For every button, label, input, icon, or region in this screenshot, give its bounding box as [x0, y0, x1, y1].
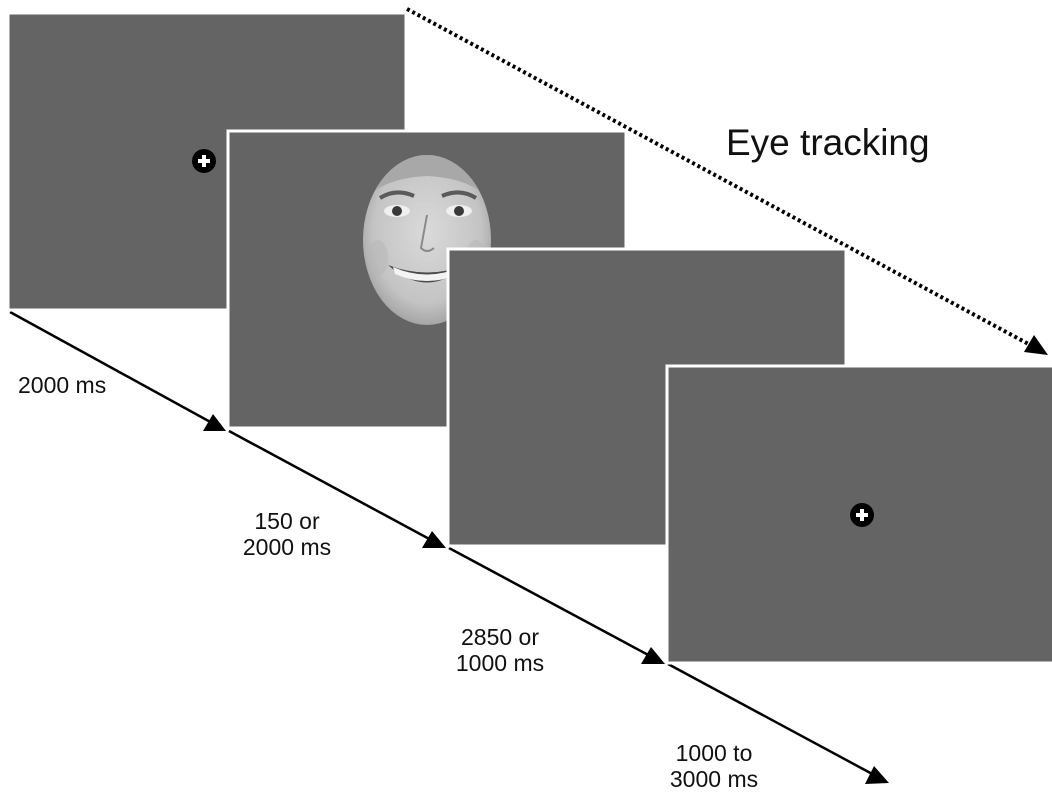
timeline-arrow-1: [9, 310, 226, 431]
timeline-arrow-3: [448, 546, 665, 664]
timing-label-4-line1: 1000 to: [675, 740, 753, 766]
timing-label-1-line1: 2000 ms: [18, 372, 107, 398]
timing-label-4-line2: 3000 ms: [669, 766, 759, 792]
timing-label-4: 1000 to 3000 ms: [659, 740, 769, 792]
timing-label-3: 2850 or 1000 ms: [445, 624, 555, 676]
fixation-cross-icon: [192, 149, 216, 173]
timeline-arrow-2: [228, 429, 446, 548]
fixation-cross-icon: [850, 503, 874, 527]
eye-tracking-label: Eye tracking: [726, 122, 930, 163]
timing-label-2-line1: 150 or: [254, 508, 320, 534]
timing-label-2-line2: 2000 ms: [242, 534, 332, 560]
timing-label-2: 150 or 2000 ms: [232, 508, 342, 560]
final-fixation-screen: [665, 364, 1052, 665]
timing-label-3-line2: 1000 ms: [455, 650, 545, 676]
timeline-arrow-4: [667, 662, 889, 784]
eye-tracking-arrow: [406, 7, 1048, 355]
timing-label-1: 2000 ms: [18, 372, 106, 398]
timing-label-3-line1: 2850 or: [460, 624, 539, 650]
